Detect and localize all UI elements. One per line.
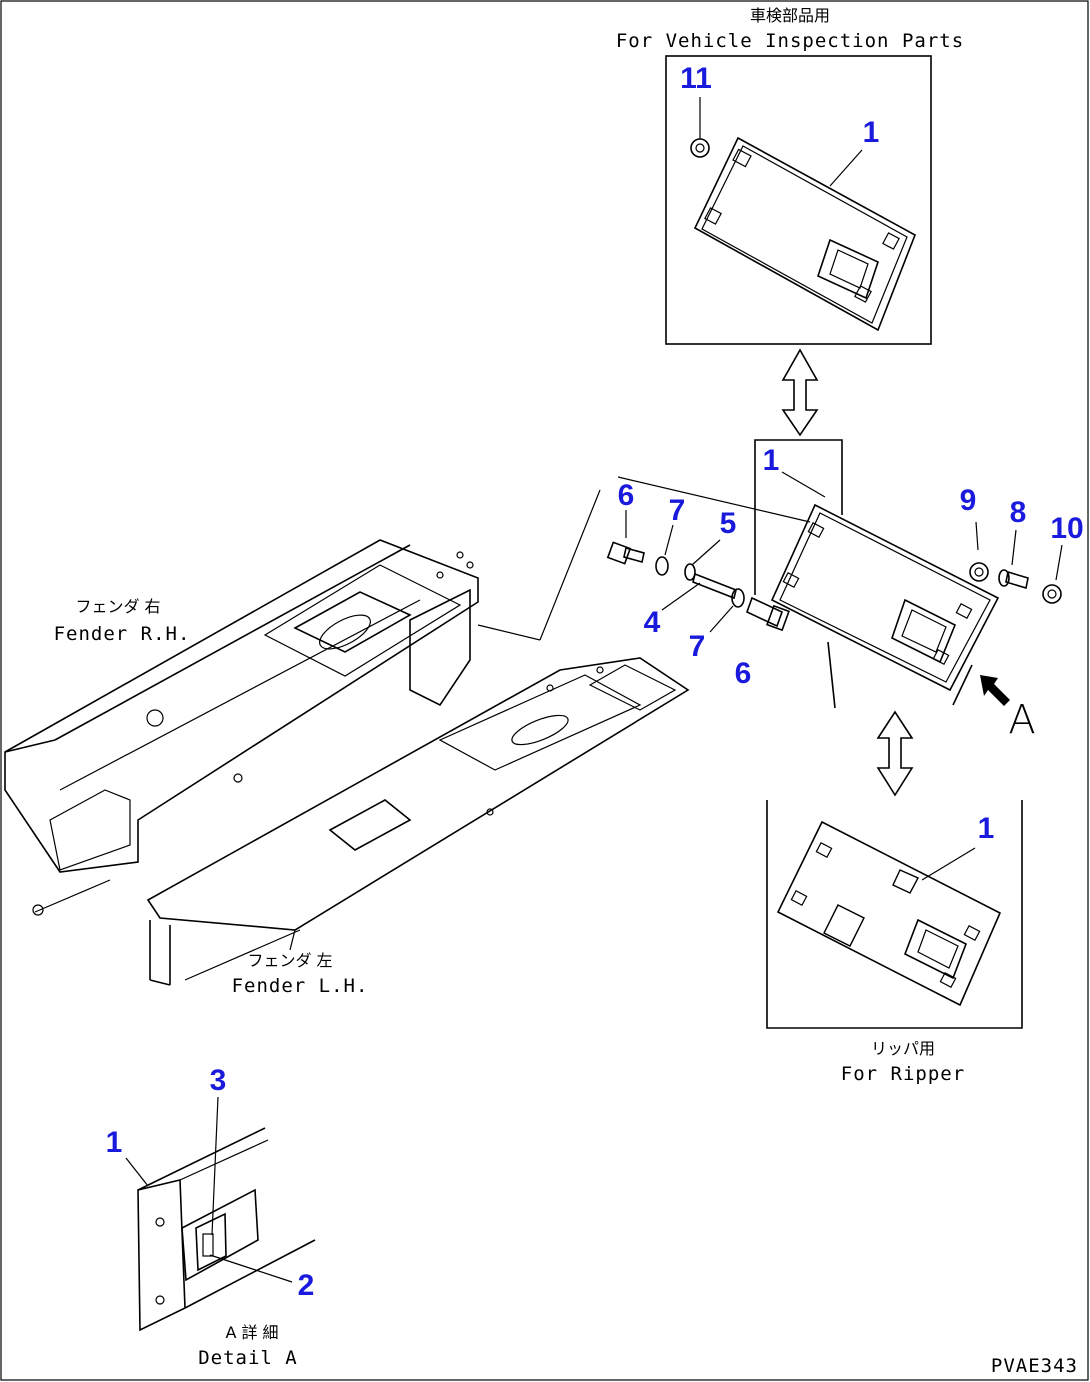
drawing-code: PVAE343 <box>991 1355 1078 1377</box>
fender-lh-label-en: Fender L.H. <box>232 975 369 997</box>
vehicle-inspection-caption-en: For Vehicle Inspection Parts <box>616 30 964 52</box>
vehicle-inspection-inset-box <box>665 55 932 345</box>
fender-lh-label-jp: フェンダ 左 <box>247 951 332 970</box>
callout-7-upper: 7 <box>669 494 686 527</box>
fender-rh-label-jp: フェンダ 右 <box>75 597 160 616</box>
leader-4 <box>661 582 701 611</box>
license-plate-bracket-top <box>690 136 917 332</box>
view-a-arrow <box>980 675 1010 706</box>
license-plate-bracket-ripper <box>776 820 1002 1007</box>
washer-7-lower <box>731 588 745 608</box>
callout-5: 5 <box>720 507 737 540</box>
washer-7-upper <box>655 556 669 576</box>
leader-1-top <box>829 149 863 187</box>
leader-9 <box>975 521 979 551</box>
fender-rh-label-en: Fender R.H. <box>54 623 191 645</box>
ripper-caption-en: For Ripper <box>841 1063 965 1085</box>
double-arrow-bottom <box>876 710 914 797</box>
detail-a-caption-en: Detail A <box>198 1347 298 1369</box>
callout-1-ripper: 1 <box>978 812 995 845</box>
ripper-inset-box <box>766 800 1023 1029</box>
leader-2-detail <box>209 1254 293 1283</box>
leader-1-main <box>781 471 826 498</box>
callout-6-lower: 6 <box>735 657 752 690</box>
callout-6-upper: 6 <box>618 479 635 512</box>
detail-a-bracket <box>137 1127 316 1332</box>
callout-7-lower: 7 <box>689 630 706 663</box>
leader-8 <box>1011 529 1017 566</box>
callout-10: 10 <box>1050 512 1083 545</box>
callout-11-top: 11 <box>680 62 712 95</box>
view-a-letter: A <box>1008 697 1035 743</box>
callout-2-detail: 2 <box>298 1269 315 1302</box>
callout-4: 4 <box>644 606 661 639</box>
fender-lh <box>146 657 690 986</box>
washer-9 <box>969 562 989 582</box>
bolt-6-upper <box>606 541 645 565</box>
callout-8: 8 <box>1010 496 1027 529</box>
leader-1-ripper <box>921 847 976 881</box>
double-arrow-top <box>781 348 819 437</box>
callout-3-detail: 3 <box>210 1064 227 1097</box>
leader-7-upper <box>664 524 674 556</box>
callout-1-detail: 1 <box>106 1126 123 1159</box>
callout-1-top: 1 <box>863 116 880 149</box>
license-plate-bracket-main <box>770 503 1000 692</box>
main-assembly-frame-leg <box>827 641 836 709</box>
callout-9: 9 <box>960 484 977 517</box>
detail-a-caption-jp: A 詳 細 <box>225 1323 278 1342</box>
bolt-6-lower <box>746 596 790 632</box>
ripper-caption-jp: リッパ用 <box>871 1039 935 1058</box>
vehicle-inspection-caption-jp: 車検部品用 <box>750 6 830 25</box>
leader-1-detail <box>125 1157 149 1187</box>
bolt-8 <box>998 569 1029 590</box>
leader-10 <box>1055 544 1063 581</box>
leader-7-lower <box>709 605 734 633</box>
callout-1-main: 1 <box>763 444 780 477</box>
lock-washer-5 <box>684 563 696 581</box>
fender-rh <box>4 489 601 916</box>
nut-10 <box>1042 584 1062 604</box>
spacer-4 <box>692 572 737 600</box>
leader-3-detail <box>211 1096 219 1236</box>
leader-5 <box>691 539 721 566</box>
main-assembly-frame <box>754 439 843 595</box>
assembly-reference-line <box>617 476 811 523</box>
main-assembly-frame-edge <box>952 664 973 706</box>
